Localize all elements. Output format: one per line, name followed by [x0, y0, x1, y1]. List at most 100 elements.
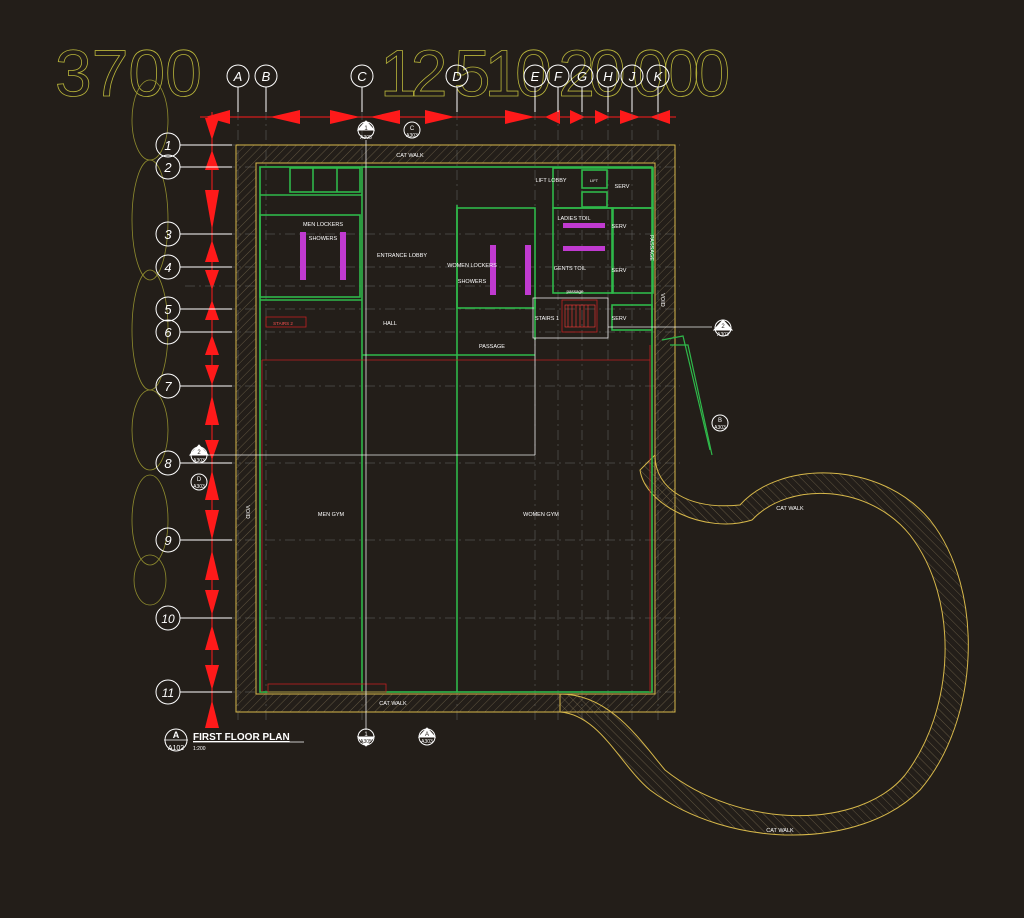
svg-text:A303: A303: [193, 484, 205, 490]
svg-text:7: 7: [164, 379, 172, 394]
room-label-cat-walk-loop-top: CAT WALK: [776, 506, 804, 512]
room-label-void-west: VOID: [244, 505, 250, 518]
drawing-scale: 1:200: [193, 746, 206, 752]
svg-text:K: K: [654, 69, 664, 84]
room-label-women-showers: SHOWERS: [458, 279, 487, 285]
grid-bubble-col-j[interactable]: J: [620, 64, 644, 112]
svg-text:A303: A303: [717, 332, 729, 338]
svg-text:E: E: [531, 69, 540, 84]
grid-bubble-row-5[interactable]: 5: [155, 296, 232, 322]
room-label-serv-2: SERV: [612, 224, 627, 230]
grid-bubble-row-8[interactable]: 8: [155, 450, 232, 476]
svg-text:A: A: [425, 732, 429, 738]
svg-text:F: F: [554, 69, 563, 84]
grid-bubble-row-6[interactable]: 6: [155, 319, 232, 345]
grid-bubble-row-4[interactable]: 4: [155, 254, 232, 280]
svg-text:C: C: [410, 126, 415, 132]
grid-bubble-col-d[interactable]: D: [445, 64, 469, 112]
room-label-serv-1: SERV: [615, 184, 630, 190]
svg-text:J: J: [628, 69, 636, 84]
room-label-gents-toil: GENTS TOIL: [554, 266, 587, 272]
room-label-ladies-toil: LADIES TOIL: [557, 216, 590, 222]
locker-fixtures: [300, 223, 605, 295]
overlay-dim-top: 3700: [55, 36, 202, 110]
grid-bubble-col-g[interactable]: G: [570, 64, 594, 112]
overlay-dimension-text: 3700 12 510 20 000: [55, 36, 735, 111]
grid-bubble-col-a[interactable]: A: [226, 64, 250, 112]
grid-bubble-row-1[interactable]: 1: [155, 132, 232, 158]
svg-text:3: 3: [164, 227, 172, 242]
room-label-women-lockers: WOMEN LOCKERS: [447, 263, 497, 269]
svg-text:A305: A305: [360, 739, 372, 745]
section-lines: [200, 140, 712, 730]
grid-bubble-row-2[interactable]: 2: [155, 154, 232, 180]
column-grid-bubbles: A B C D E F G H J K: [226, 64, 670, 112]
grid-bubble-col-h[interactable]: H: [596, 64, 620, 112]
svg-text:A303: A303: [406, 133, 418, 139]
svg-text:D: D: [197, 477, 202, 483]
svg-text:2: 2: [163, 160, 172, 175]
svg-text:H: H: [603, 69, 613, 84]
svg-text:A303: A303: [714, 425, 726, 431]
grid-bubble-col-e[interactable]: E: [523, 64, 547, 112]
grid-bubble-row-3[interactable]: 3: [155, 221, 232, 247]
grid-bubble-col-b[interactable]: B: [254, 64, 278, 112]
svg-text:A305: A305: [360, 135, 372, 141]
grid-lines-vertical: [237, 90, 659, 720]
row-grid-bubbles: 1 2 3 4 5 6 7 8 9 10 11: [155, 132, 232, 705]
room-label-lift-lobby: LIFT LOBBY: [535, 178, 566, 184]
room-label-passage-east: PASSAGE: [648, 235, 654, 261]
grid-bubble-col-k[interactable]: K: [646, 64, 670, 112]
interior-red-lines: [261, 299, 651, 693]
svg-text:B: B: [718, 418, 722, 424]
drawing-title: FIRST FLOOR PLAN: [193, 732, 290, 743]
overlay-dim-top-right: 12 510 20 000: [380, 36, 728, 110]
svg-text:A303: A303: [421, 739, 433, 745]
room-label-hall: HALL: [383, 321, 397, 327]
view-mark-sheet: A102: [168, 745, 184, 752]
room-label-women-gym: WOMEN GYM: [523, 512, 559, 518]
room-label-cat-walk-bottom: CAT WALK: [379, 701, 407, 707]
room-label-void-east: VOID: [659, 293, 665, 306]
svg-text:D: D: [452, 69, 461, 84]
curved-catwalk: [559, 453, 969, 836]
ramp-walls: [661, 335, 713, 456]
grid-bubble-col-c[interactable]: C: [350, 64, 374, 112]
svg-text:A303: A303: [193, 458, 205, 464]
room-label-cat-walk-top: CAT WALK: [396, 153, 424, 159]
grid-bubble-col-f[interactable]: F: [546, 64, 570, 112]
view-mark-letter: A: [173, 730, 180, 740]
left-dimension-line: [205, 112, 219, 728]
room-label-passage: PASSAGE: [479, 344, 505, 350]
room-label-men-lockers: MEN LOCKERS: [303, 222, 343, 228]
drawing-title-block: A A102 FIRST FLOOR PLAN 1:200: [164, 728, 304, 752]
room-label-passage-small: passage: [566, 289, 584, 294]
room-label-stairs-2: STAIRS 2: [273, 321, 293, 326]
room-label-serv-3: SERV: [612, 268, 627, 274]
svg-text:10: 10: [161, 612, 175, 626]
svg-text:8: 8: [164, 456, 172, 471]
svg-text:1: 1: [364, 126, 368, 132]
top-dimension-line: [200, 110, 676, 124]
svg-text:4: 4: [164, 260, 171, 275]
grid-bubble-row-10[interactable]: 10: [155, 605, 232, 631]
grid-bubble-row-9[interactable]: 9: [155, 527, 232, 553]
grid-bubble-row-7[interactable]: 7: [155, 373, 232, 399]
room-labels: CAT WALK MEN LOCKERS SHOWERS ENTRANCE LO…: [244, 153, 804, 834]
grid-bubble-row-11[interactable]: 11: [155, 679, 232, 705]
svg-text:G: G: [577, 69, 587, 84]
room-label-serv-4: SERV: [612, 316, 627, 322]
svg-text:9: 9: [164, 533, 171, 548]
svg-text:2: 2: [197, 450, 201, 456]
room-label-showers: SHOWERS: [309, 236, 338, 242]
room-label-cat-walk-loop-bottom: CAT WALK: [766, 828, 794, 834]
svg-text:C: C: [357, 69, 367, 84]
